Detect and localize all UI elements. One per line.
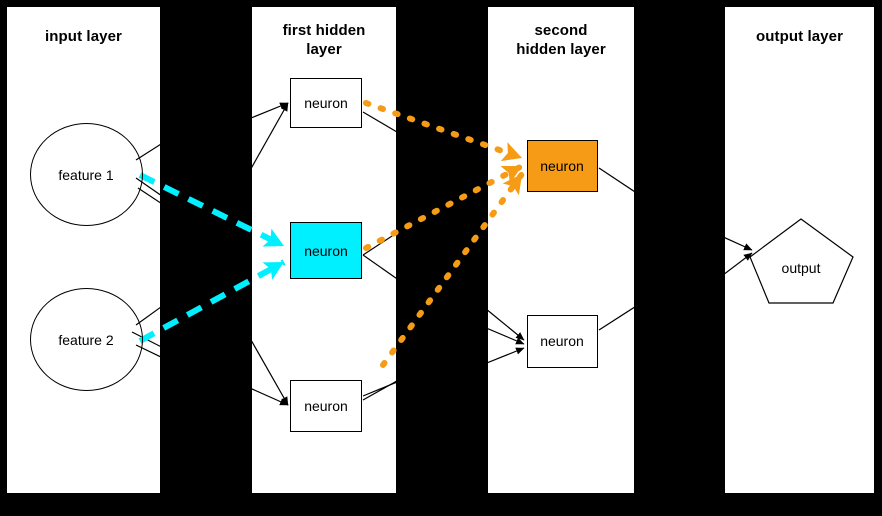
- node-label-feature-1: feature 1: [58, 167, 114, 183]
- layer-title-hidden-1-line-1: first hidden: [282, 22, 366, 39]
- node-hidden1-bottom[interactable]: [290, 380, 362, 432]
- node-label-feature-2: feature 2: [58, 332, 114, 348]
- layer-panel-input: input layer: [7, 7, 160, 493]
- node-label-hidden2-top: neuron: [540, 158, 584, 174]
- layer-title-hidden-2-line-2: hidden layer: [516, 41, 606, 58]
- layer-panel-output: output layer: [725, 7, 874, 493]
- node-label-hidden1-mid: neuron: [304, 243, 348, 259]
- node-hidden1-mid[interactable]: [290, 222, 362, 279]
- node-hidden2-top[interactable]: [527, 140, 598, 192]
- layer-title-input: input layer: [45, 28, 122, 45]
- node-label-hidden1-top: neuron: [304, 95, 348, 111]
- layer-title-output: output layer: [755, 28, 844, 45]
- node-feature-1[interactable]: [30, 123, 143, 226]
- layer-title-hidden-2-line-1: second: [534, 22, 588, 39]
- node-label-hidden1-bottom: neuron: [304, 398, 348, 414]
- node-feature-2[interactable]: [30, 288, 143, 391]
- node-label-output: output: [781, 260, 821, 276]
- node-hidden2-bottom[interactable]: [527, 315, 598, 368]
- layer-title-hidden-1-line-2: layer: [306, 41, 342, 58]
- node-label-hidden2-bottom: neuron: [540, 333, 584, 349]
- layer-panel-hidden-2: second hidden layer: [488, 7, 634, 493]
- node-hidden1-top[interactable]: [290, 78, 362, 128]
